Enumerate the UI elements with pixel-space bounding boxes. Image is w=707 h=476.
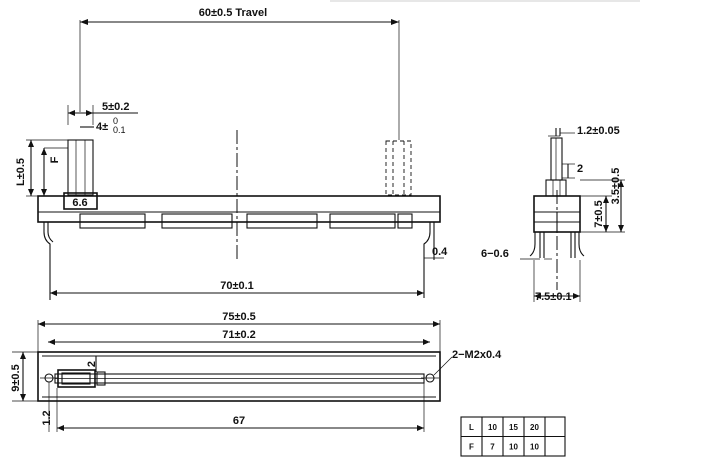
- body-outline: [37, 195, 441, 223]
- l-tolerance-label: L±0.5: [15, 158, 27, 186]
- knob: [67, 139, 94, 196]
- side-pins-label: 6−0.6: [481, 248, 509, 260]
- table-head-f: F: [469, 443, 474, 452]
- height-9-label: 9±0.5: [10, 364, 22, 391]
- right-terminal: [423, 222, 431, 298]
- knob-width-4-label: 4±: [96, 121, 108, 133]
- dimension-table: L 10 15 20 F 7 10 10: [460, 416, 566, 457]
- f-label: F: [49, 156, 61, 163]
- length-75-label: 75±0.5: [222, 311, 256, 323]
- slot-2-label: 2: [86, 361, 98, 367]
- side-2-label: 2: [577, 163, 583, 175]
- knob-width-4-sup: 0: [113, 116, 118, 126]
- offset-12-label: 1.2: [41, 410, 53, 425]
- table-cell-l-10: 10: [488, 423, 497, 432]
- top-view: 75±0.5 71±0.2 2−M2x0.4 2 9±0.5: [10, 311, 502, 432]
- knob-base: [63, 192, 98, 210]
- table-cell-f-10a: 10: [509, 443, 518, 452]
- side-35-label: 3.5±0.5: [610, 168, 622, 205]
- knob-base-label: 6.6: [72, 197, 87, 209]
- side-shaft: [550, 137, 563, 181]
- table-head-l: L: [469, 423, 474, 432]
- screw-label: 2−M2x0.4: [452, 349, 502, 361]
- table-cell-l-20: 20: [530, 423, 539, 432]
- left-terminal: [43, 222, 51, 300]
- side-75-label: 7.5±0.1: [535, 291, 572, 303]
- length-70-label: 70±0.1: [220, 280, 254, 292]
- spacing-04-label: 0.4: [432, 246, 448, 258]
- table-cell-f-10b: 10: [530, 443, 539, 452]
- table-cell-f-7: 7: [490, 443, 495, 452]
- knob-width-4-sub: 0.1: [113, 125, 126, 135]
- top-body-outline: [37, 351, 441, 402]
- knob-end-position: [385, 140, 412, 196]
- side-12-label: 1.2±0.05: [577, 125, 620, 137]
- travel-dimension-label: 60±0.5 Travel: [199, 7, 267, 19]
- length-71-label: 71±0.2: [222, 329, 256, 341]
- side-view: 1.2±0.05 2 6−0.6 7.5±0.1: [481, 125, 625, 303]
- table-cell-l-15: 15: [509, 423, 518, 432]
- lever-cap: [57, 369, 96, 388]
- side-7-label: 7±0.5: [593, 200, 605, 227]
- knob-width-5-label: 5±0.2: [102, 101, 129, 113]
- front-view: 60±0.5 Travel 5±0.2 4± 0 0.1 6.6 L±0.5 F: [15, 7, 448, 300]
- length-67-label: 67: [233, 415, 245, 427]
